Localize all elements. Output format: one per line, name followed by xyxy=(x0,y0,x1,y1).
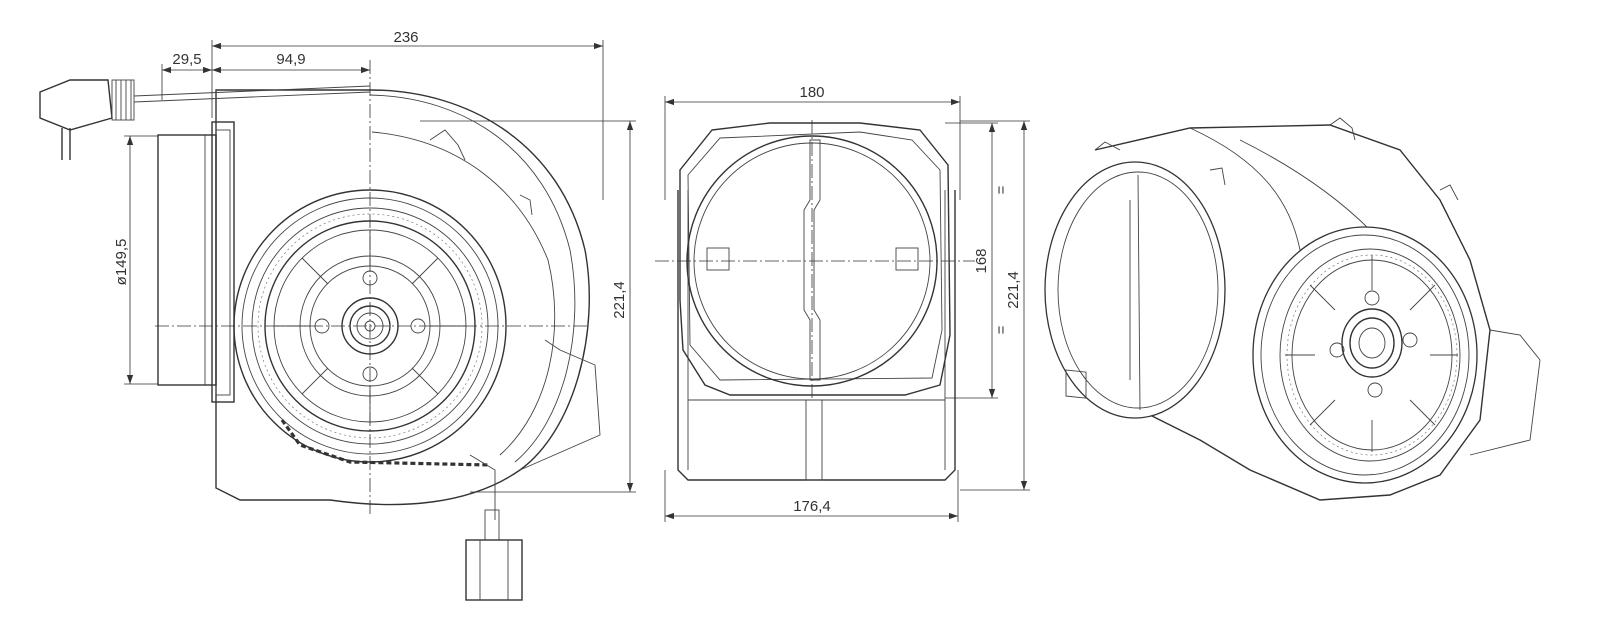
dim-equal-bottom: = xyxy=(993,325,1010,334)
side-view: 236 29,5 94,9 ø149,5 221,4 xyxy=(39,29,636,601)
dim-overall-width: 236 xyxy=(393,29,418,46)
dim-side-height: 221,4 xyxy=(611,281,628,319)
dim-front-height: 221,4 xyxy=(1005,271,1022,309)
dim-bottom-width: 176,4 xyxy=(793,498,831,515)
dim-equal-top: = xyxy=(993,185,1010,194)
dim-axis-offset: 94,9 xyxy=(276,51,305,68)
dim-plug-offset: 29,5 xyxy=(172,51,201,68)
dim-outlet-height: 168 xyxy=(973,248,990,273)
dim-top-width: 180 xyxy=(799,84,824,101)
isometric-view xyxy=(1044,117,1541,501)
dim-inlet-diameter: ø149,5 xyxy=(113,239,130,286)
front-view: 180 176,4 168 = = 221,4 xyxy=(655,84,1030,522)
